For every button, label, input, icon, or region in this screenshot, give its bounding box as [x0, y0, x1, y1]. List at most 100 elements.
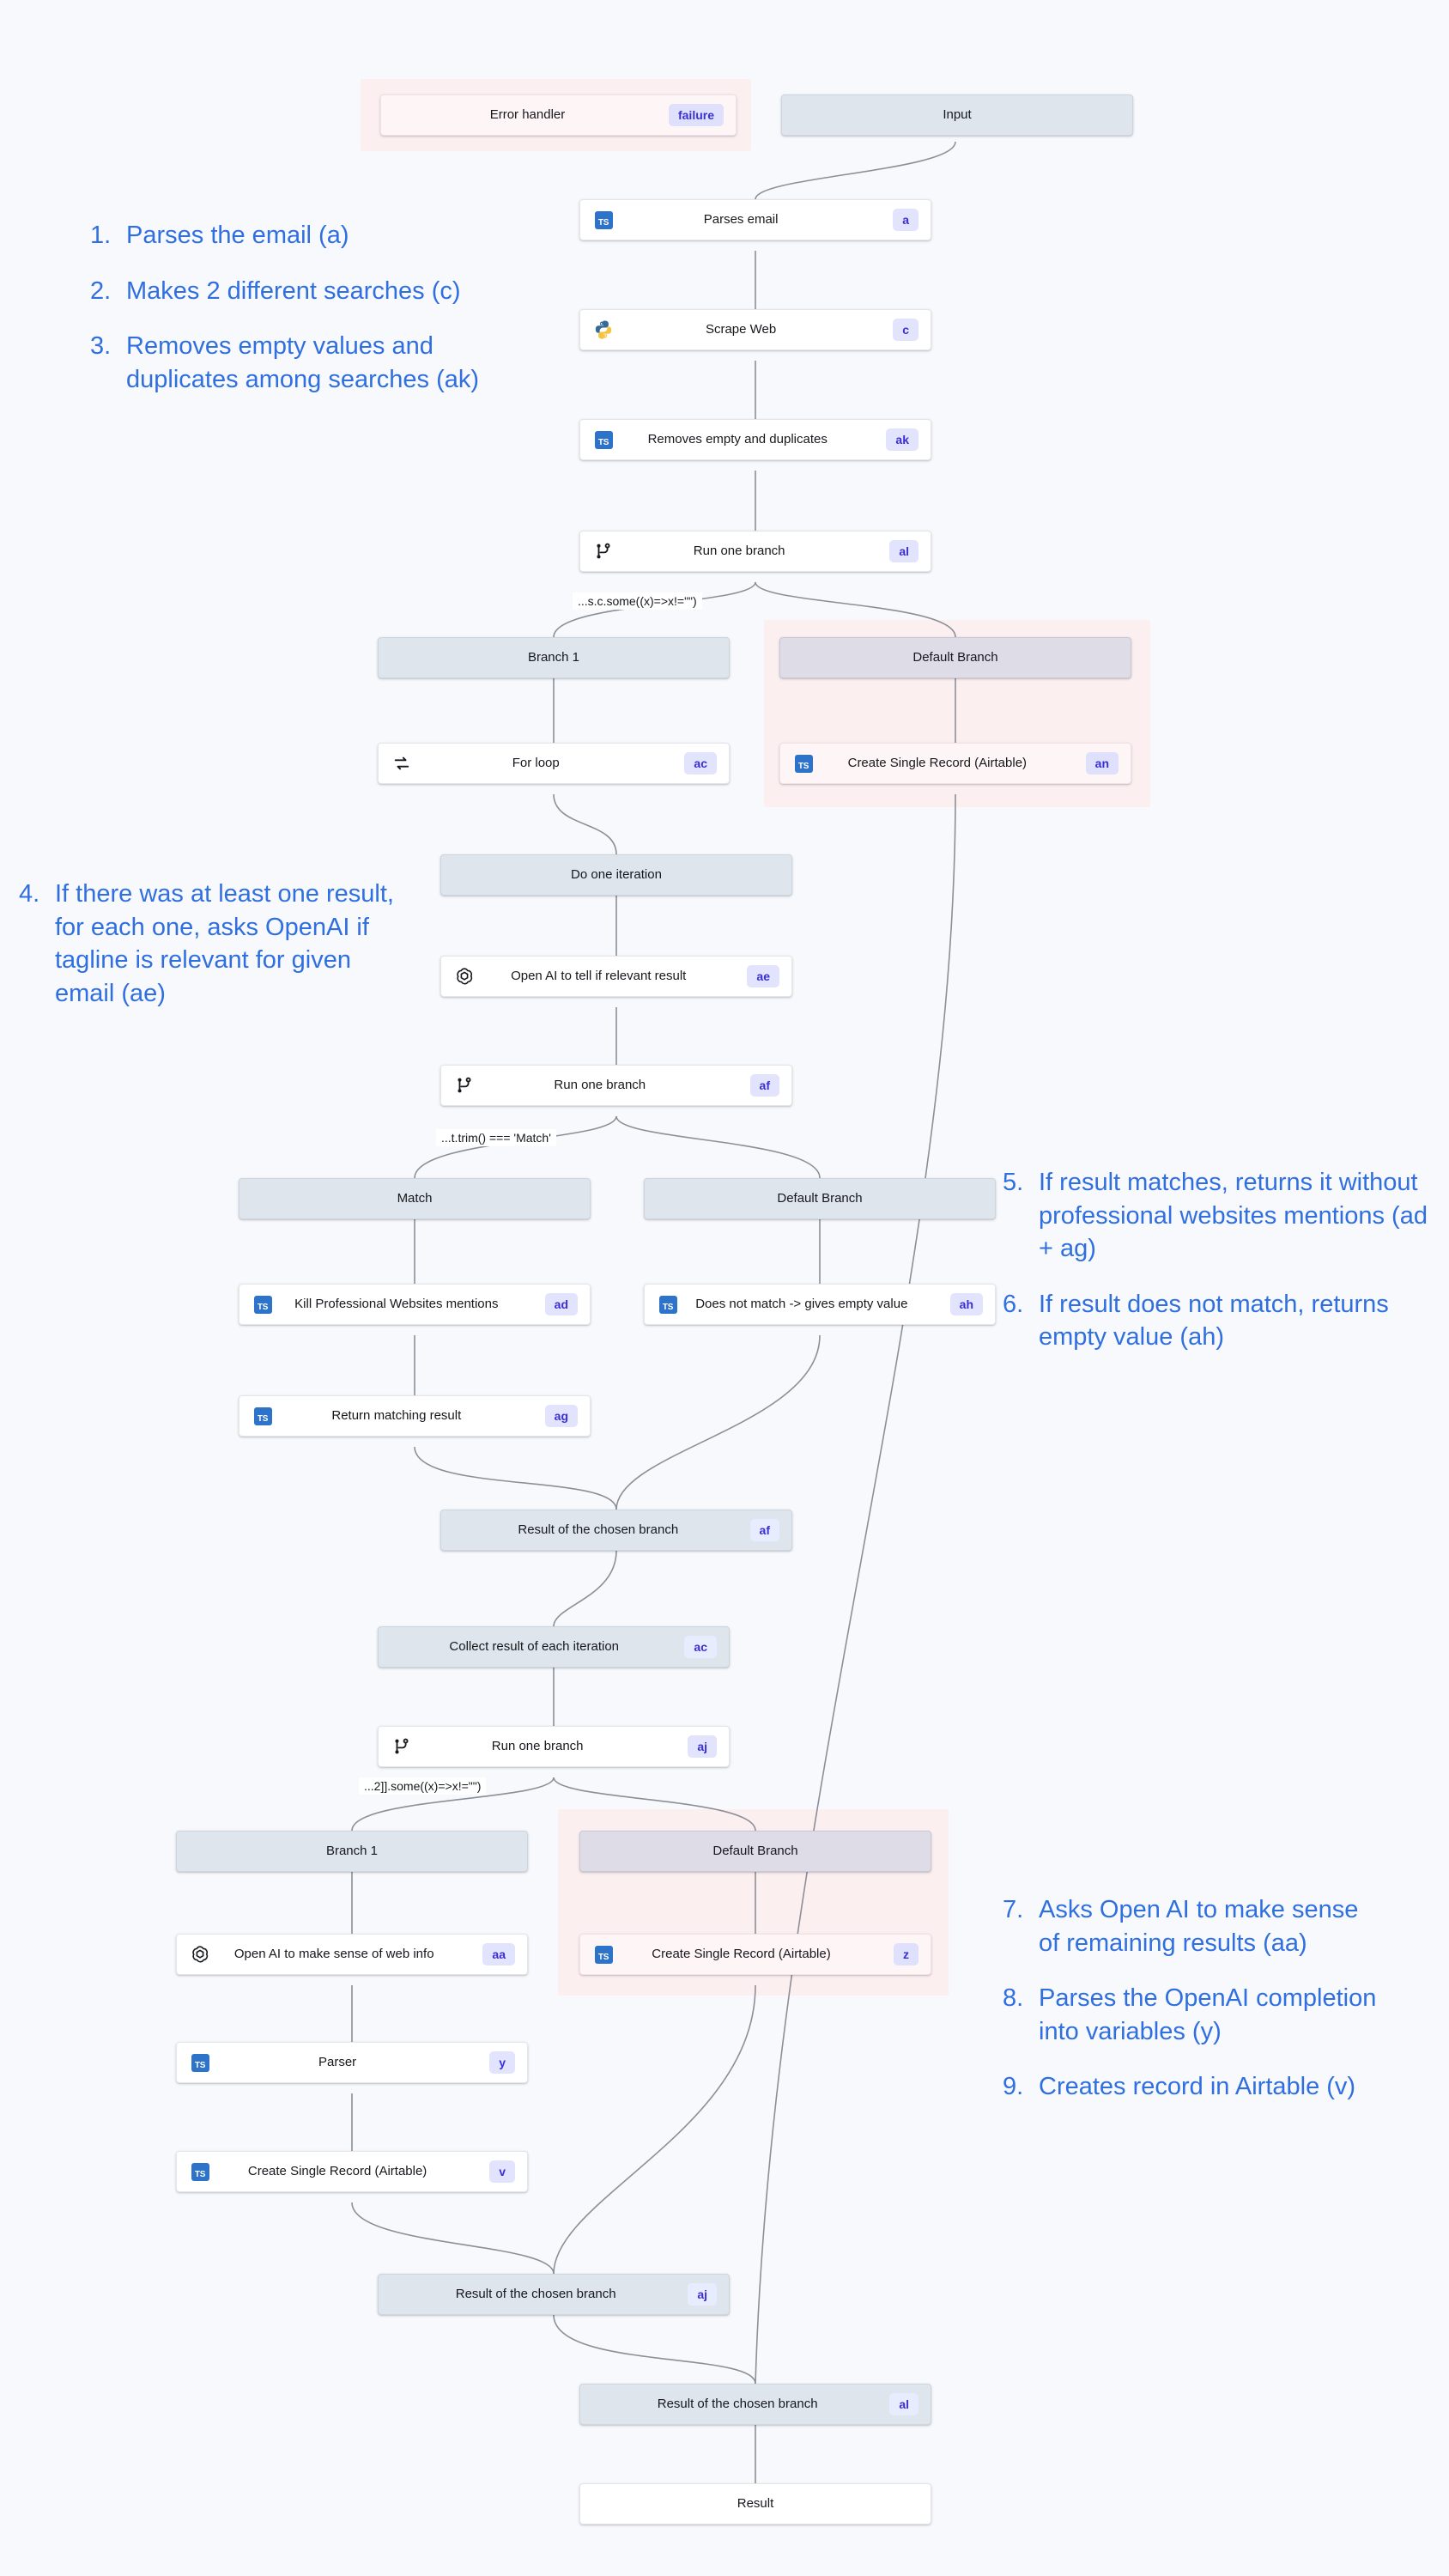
annotation-list-left-mid: 4. If there was at least one result, for… — [19, 878, 414, 1032]
node-match-branch[interactable]: Match — [239, 1178, 591, 1219]
annotation-number: 3. — [90, 332, 112, 361]
node-badge: c — [893, 319, 919, 341]
node-label: Default Branch — [912, 650, 998, 665]
node-kill-professional-websites-mentions[interactable]: TS Kill Professional Websites mentions a… — [239, 1284, 591, 1325]
node-label: Run one branch — [554, 1078, 646, 1092]
node-result[interactable]: Result — [579, 2483, 931, 2524]
annotation-text: Makes 2 different searches (c) — [126, 276, 461, 305]
node-badge: z — [894, 1943, 919, 1965]
node-label: For loop — [512, 756, 560, 770]
edge-condition-aj: ...2]].some((x)=>x!="") — [359, 1777, 487, 1795]
node-label: Branch 1 — [527, 650, 580, 665]
node-run-one-branch-al[interactable]: Run one branch al — [579, 531, 931, 572]
node-return-matching-result[interactable]: TS Return matching result ag — [239, 1395, 591, 1437]
node-result-of-chosen-branch-aj[interactable]: Result of the chosen branch aj — [378, 2274, 730, 2315]
node-badge: aj — [688, 1735, 717, 1758]
node-default-branch-top[interactable]: Default Branch — [779, 637, 1131, 678]
node-create-single-record-an[interactable]: TS Create Single Record (Airtable) an — [779, 743, 1131, 784]
annotation-number: 1. — [90, 222, 112, 249]
typescript-icon: TS — [189, 2160, 211, 2183]
annotation-text: Parses the OpenAI completion into variab… — [1039, 1984, 1377, 2045]
typescript-icon: TS — [252, 1405, 274, 1427]
node-label: Do one iteration — [571, 867, 662, 882]
node-badge: al — [889, 2393, 919, 2415]
node-label: Parser — [318, 2055, 357, 2069]
branch-icon — [391, 1735, 413, 1758]
node-result-of-chosen-branch-af[interactable]: Result of the chosen branch af — [440, 1510, 792, 1551]
node-branch-1-top[interactable]: Branch 1 — [378, 637, 730, 678]
node-badge: ag — [544, 1405, 578, 1427]
loop-icon — [391, 752, 413, 775]
node-badge: af — [749, 1519, 779, 1541]
node-do-one-iteration[interactable]: Do one iteration — [440, 854, 792, 896]
node-label: Removes empty and duplicates — [647, 432, 828, 447]
node-badge: ae — [747, 965, 779, 987]
node-label: Open AI to tell if relevant result — [511, 969, 687, 983]
node-collect-result-of-each-iteration[interactable]: Collect result of each iteration ac — [378, 1626, 730, 1668]
node-badge: ad — [544, 1293, 578, 1315]
node-badge: ak — [886, 428, 919, 451]
annotation-number: 4. — [19, 880, 40, 908]
annotation-item: 5. If result matches, returns it without… — [1003, 1166, 1432, 1266]
annotation-text: Parses the email (a) — [126, 222, 349, 249]
annotation-item: 2. Makes 2 different searches (c) — [90, 275, 519, 308]
typescript-icon: TS — [252, 1293, 274, 1315]
node-for-loop[interactable]: For loop ac — [378, 743, 730, 784]
node-label: Kill Professional Websites mentions — [294, 1297, 499, 1311]
annotation-list-right-mid: 5. If result matches, returns it without… — [1003, 1166, 1432, 1376]
annotation-text: If result matches, returns it without pr… — [1039, 1169, 1428, 1263]
annotation-item: 8. Parses the OpenAI completion into var… — [1003, 1982, 1380, 2048]
annotation-number: 7. — [1003, 1896, 1024, 1923]
node-badge: an — [1085, 752, 1119, 775]
node-create-single-record-z[interactable]: TS Create Single Record (Airtable) z — [579, 1934, 931, 1975]
annotation-list-left-top: 1. Parses the email (a) 2. Makes 2 diffe… — [90, 219, 519, 418]
node-badge: y — [489, 2051, 515, 2074]
node-label: Create Single Record (Airtable) — [247, 2164, 427, 2178]
node-label: Run one branch — [693, 544, 785, 558]
annotation-item: 9. Creates record in Airtable (v) — [1003, 2070, 1380, 2104]
node-badge: ac — [684, 752, 717, 775]
node-result-of-chosen-branch-al[interactable]: Result of the chosen branch al — [579, 2384, 931, 2425]
node-label: Collect result of each iteration — [449, 1639, 620, 1654]
node-create-single-record-v[interactable]: TS Create Single Record (Airtable) v — [176, 2151, 528, 2192]
annotation-text: Asks Open AI to make sense of remaining … — [1039, 1896, 1359, 1957]
node-default-branch-mid[interactable]: Default Branch — [644, 1178, 996, 1219]
node-badge: ac — [684, 1636, 717, 1658]
typescript-icon: TS — [592, 209, 615, 231]
typescript-icon: TS — [592, 1943, 615, 1965]
node-label: Return matching result — [331, 1408, 462, 1423]
python-icon — [592, 319, 615, 341]
node-parser[interactable]: TS Parser y — [176, 2042, 528, 2083]
node-branch-1-bottom[interactable]: Branch 1 — [176, 1831, 528, 1872]
node-scrape-web[interactable]: Scrape Web c — [579, 309, 931, 350]
node-default-branch-bottom[interactable]: Default Branch — [579, 1831, 931, 1872]
node-label: Branch 1 — [325, 1844, 379, 1858]
node-error-handler[interactable]: Error handler failure — [380, 94, 737, 136]
annotation-number: 9. — [1003, 2073, 1024, 2101]
node-run-one-branch-af[interactable]: Run one branch af — [440, 1065, 792, 1106]
node-badge: failure — [668, 104, 724, 126]
node-openai-make-sense-of-web-info[interactable]: Open AI to make sense of web info aa — [176, 1934, 528, 1975]
annotation-text: Creates record in Airtable (v) — [1039, 2073, 1356, 2101]
node-removes-empty-and-duplicates[interactable]: TS Removes empty and duplicates ak — [579, 419, 931, 460]
node-badge: aa — [482, 1943, 515, 1965]
node-label: Open AI to make sense of web info — [233, 1947, 434, 1961]
node-badge: aj — [688, 2283, 717, 2306]
node-run-one-branch-aj[interactable]: Run one branch aj — [378, 1726, 730, 1767]
annotation-list-right-bottom: 7. Asks Open AI to make sense of remaini… — [1003, 1893, 1380, 2126]
node-label: Default Branch — [777, 1191, 863, 1206]
annotation-item: 6. If result does not match, returns emp… — [1003, 1288, 1432, 1354]
typescript-icon: TS — [792, 752, 815, 775]
node-input[interactable]: Input — [781, 94, 1133, 136]
node-openai-relevant-result[interactable]: Open AI to tell if relevant result ae — [440, 956, 792, 997]
node-does-not-match[interactable]: TS Does not match -> gives empty value a… — [644, 1284, 996, 1325]
node-label: Result of the chosen branch — [518, 1522, 679, 1537]
node-label: Create Single Record (Airtable) — [652, 1947, 831, 1961]
node-label: Run one branch — [491, 1739, 584, 1753]
annotation-number: 8. — [1003, 1984, 1024, 2013]
node-label: Result of the chosen branch — [657, 2397, 818, 2411]
typescript-icon: TS — [657, 1293, 679, 1315]
node-parses-email[interactable]: TS Parses email a — [579, 199, 931, 240]
node-badge: al — [889, 540, 919, 562]
